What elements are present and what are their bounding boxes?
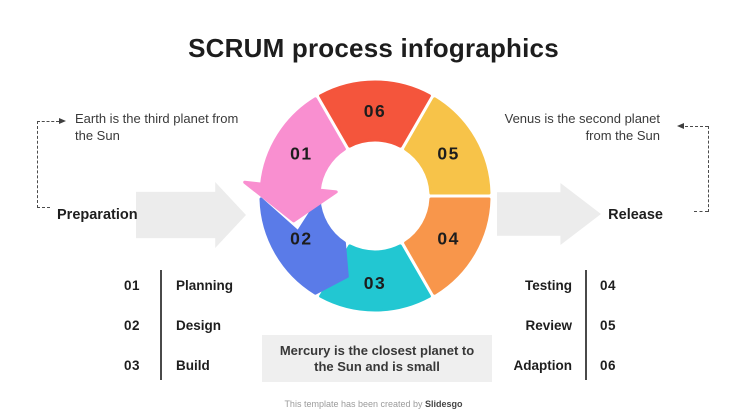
phase-label: Design xyxy=(176,318,222,333)
phase-label: Planning xyxy=(176,278,233,293)
callout-line1: Mercury is the closest planet to xyxy=(279,342,475,358)
wheel-segment-label: 01 xyxy=(290,144,312,164)
annotation-venus-line1: Venus is the second planet xyxy=(504,111,660,126)
annotation-earth: Earth is the third planet from the Sun xyxy=(75,110,238,144)
phase-numbers-column: 01 02 03 xyxy=(95,266,140,386)
phase-list-left: 01 02 03 Planning Design Build xyxy=(95,266,233,386)
wheel-segment-label: 06 xyxy=(364,101,386,121)
scrum-wheel: 01 02 03 04 05 06 xyxy=(243,80,491,312)
phase-number: 04 xyxy=(600,278,617,293)
phase-number: 03 xyxy=(123,358,140,373)
preparation-label: Preparation xyxy=(57,207,138,223)
wheel-segment-02 xyxy=(259,197,349,295)
phase-labels-column: Planning Design Build xyxy=(176,266,233,386)
wheel-segment-04 xyxy=(404,197,491,295)
flow-arrow-left-icon xyxy=(136,182,246,248)
footer-brand: Slidesgo xyxy=(425,399,463,409)
phase-numbers-column: 04 05 06 xyxy=(600,266,616,386)
phase-number: 06 xyxy=(600,358,617,373)
list-divider xyxy=(160,270,162,380)
phase-labels-column: Testing Review Adaption xyxy=(480,266,573,386)
dashed-connector-right xyxy=(685,126,708,127)
arrowhead-right-icon xyxy=(59,117,66,124)
phase-label: Testing xyxy=(525,278,572,293)
wheel-segment-label: 02 xyxy=(290,229,312,249)
dashed-connector-left xyxy=(37,121,59,122)
page-title: SCRUM process infographics xyxy=(188,33,559,63)
footer-credit: This template has been created by Slides… xyxy=(0,399,747,409)
wheel-segment-label: 05 xyxy=(437,144,459,164)
phase-number: 01 xyxy=(123,278,140,293)
list-divider xyxy=(585,270,587,380)
annotation-earth-line2: the Sun xyxy=(75,128,120,143)
dashed-connector-left xyxy=(37,121,38,208)
phase-label: Review xyxy=(525,318,572,333)
arrowhead-left-icon xyxy=(677,122,684,129)
phase-number: 02 xyxy=(123,318,140,333)
callout-box: Mercury is the closest planet to the Sun… xyxy=(262,335,492,382)
phase-list-right: Testing Review Adaption 04 05 06 xyxy=(480,266,616,386)
release-label: Release xyxy=(608,207,663,223)
wheel-segment-01-arrow xyxy=(243,97,346,223)
wheel-segment-03 xyxy=(319,244,431,312)
annotation-venus-line2: from the Sun xyxy=(585,128,660,143)
dashed-connector-right xyxy=(694,211,708,212)
phase-label: Build xyxy=(176,358,210,373)
annotation-venus: Venus is the second planet from the Sun xyxy=(505,110,660,144)
footer-credit-text: This template has been created by xyxy=(284,399,426,409)
phase-number: 05 xyxy=(600,318,617,333)
annotation-earth-line1: Earth is the third planet from xyxy=(75,111,239,126)
dashed-connector-left xyxy=(37,207,50,208)
dashed-connector-right xyxy=(708,126,709,212)
phase-label: Adaption xyxy=(513,358,573,373)
wheel-segment-06 xyxy=(319,80,431,148)
wheel-segment-label: 03 xyxy=(364,273,386,293)
wheel-segment-label: 04 xyxy=(437,229,459,249)
wheel-segment-05 xyxy=(404,97,491,195)
callout-line2: the Sun and is small xyxy=(314,358,440,374)
